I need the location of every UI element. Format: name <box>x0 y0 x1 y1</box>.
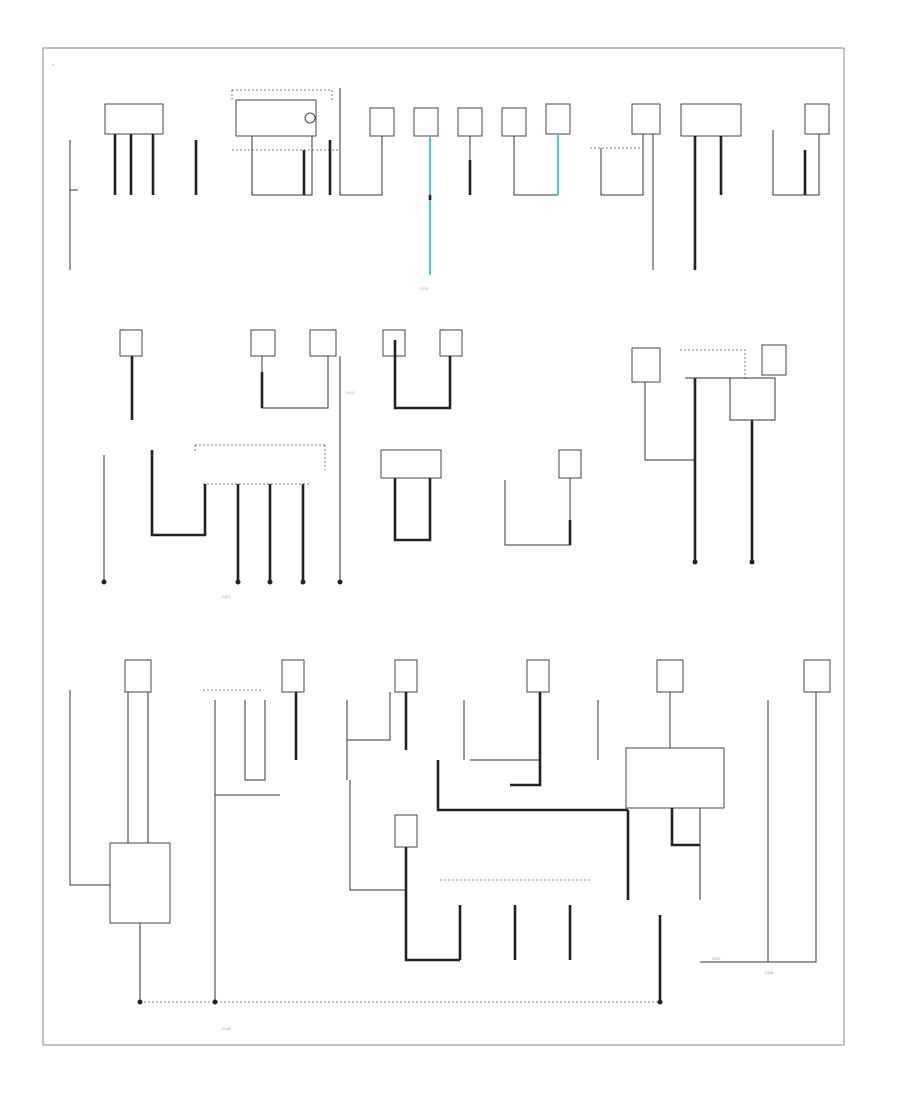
ground-terminal <box>267 579 273 585</box>
component-box <box>545 103 571 135</box>
wire <box>251 136 313 196</box>
ground-terminal <box>749 559 755 565</box>
component-box <box>250 329 276 357</box>
ground-terminal <box>212 999 218 1005</box>
dashed-outline <box>194 444 326 470</box>
component-box <box>413 107 439 137</box>
ground-terminal <box>657 999 663 1005</box>
wire <box>513 136 558 196</box>
component-box <box>309 329 337 357</box>
bottom-section: G104 G105 G106 <box>69 659 831 1031</box>
component-box <box>394 814 418 848</box>
label: ≡ <box>52 63 55 67</box>
wire <box>644 382 695 461</box>
wire <box>504 478 571 546</box>
junction-block <box>625 747 725 809</box>
component-box <box>803 659 831 693</box>
component-box <box>119 329 143 357</box>
ground-terminal <box>101 579 107 585</box>
component-box <box>501 107 527 137</box>
component-box <box>656 659 684 693</box>
wire <box>685 377 776 421</box>
wire <box>347 692 391 741</box>
wire <box>670 808 700 847</box>
wire <box>510 692 542 787</box>
dashed-outline <box>231 89 333 100</box>
component-box <box>369 107 395 137</box>
component-box <box>526 659 550 693</box>
wire <box>261 356 329 409</box>
wire <box>393 340 452 410</box>
component-box <box>558 449 582 479</box>
ground-label-g2: G102 <box>346 391 355 395</box>
component-box <box>631 103 661 135</box>
wire <box>349 780 405 891</box>
component-box <box>235 99 317 137</box>
component-box <box>439 329 463 357</box>
component-circle <box>304 112 316 124</box>
wire <box>150 450 207 537</box>
wire <box>339 88 383 196</box>
component-box <box>631 347 661 383</box>
component-box <box>281 659 305 693</box>
ground-terminal <box>235 579 241 585</box>
wire <box>700 692 817 963</box>
component-box <box>804 103 830 135</box>
component-box <box>380 449 442 479</box>
ground-terminal <box>300 579 306 585</box>
dashed-outline <box>680 349 746 380</box>
ground-label-g3: G103 <box>222 595 231 599</box>
component-box <box>457 107 483 137</box>
ground-label-g6: G106 <box>765 971 774 975</box>
ground-terminal <box>692 559 698 565</box>
ground-terminal <box>137 999 143 1005</box>
diagram-frame <box>42 47 845 1046</box>
component-box <box>104 103 164 135</box>
ground-terminal <box>337 579 343 585</box>
middle-section: G102 G103 <box>101 329 787 599</box>
top-section: ≡ G101 <box>52 63 830 291</box>
wire <box>244 700 266 781</box>
junction-block <box>109 842 171 924</box>
component-box <box>761 344 787 376</box>
component-box <box>124 659 152 693</box>
component-box <box>394 659 418 693</box>
wire <box>600 134 644 196</box>
wire <box>393 478 432 542</box>
ground-label-g5: G105 <box>712 957 721 961</box>
wire <box>772 130 820 196</box>
ground-label-g4: G104 <box>222 1027 231 1031</box>
ground-label-g1: G101 <box>420 287 429 291</box>
wire <box>69 690 110 886</box>
wire <box>436 760 628 812</box>
component-box <box>680 103 742 137</box>
wire <box>404 847 460 962</box>
